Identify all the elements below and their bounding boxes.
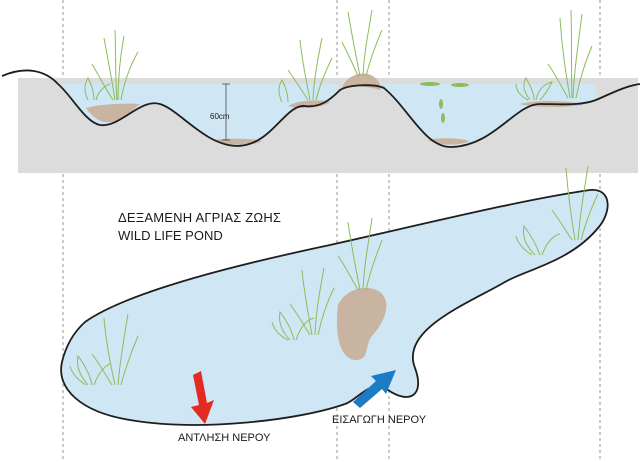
pump-label: ΑΝΤΛΗΣΗ ΝΕΡΟΥ [178, 432, 271, 444]
submerged-leaf [441, 113, 445, 123]
rosette-plant-icon [69, 354, 111, 386]
reed-plant-icon [91, 29, 139, 101]
water-left [58, 84, 338, 146]
floating-leaves [420, 82, 469, 123]
reed-plant-icon [341, 9, 383, 77]
rock-island [336, 288, 387, 360]
plan-view [60, 165, 609, 426]
down-arrow-icon [191, 371, 214, 424]
pump-arrow [191, 371, 214, 424]
rosette-plant-icon [278, 79, 289, 103]
pond-outline [60, 189, 609, 426]
section-plants [84, 9, 593, 103]
reed-plant-icon [289, 267, 335, 336]
submerged-leaf [439, 99, 443, 109]
rosette-plant-icon [515, 77, 553, 101]
lily-pad [420, 82, 440, 86]
reed-plant-icon [551, 165, 599, 241]
rosette-plant-icon [271, 310, 315, 341]
rosette-plant-icon [515, 224, 561, 256]
lily-pad [451, 83, 469, 87]
reed-plant-icon [547, 9, 593, 99]
sediment-basin [428, 138, 470, 145]
cross-section [1, 9, 640, 173]
reed-plant-icon [337, 217, 383, 291]
title-english: WILD LIFE POND [118, 228, 223, 243]
title-greek: ΔΕΞΑΜΕΝΗ ΑΓΡΙΑΣ ΖΩΗΣ [118, 210, 282, 225]
intake-arrow [353, 370, 396, 408]
plan-plants [69, 165, 599, 386]
sediment-shelf [86, 103, 140, 123]
water-right [384, 84, 596, 148]
reed-plant-icon [287, 37, 333, 101]
pond-profile-line [1, 69, 640, 148]
depth-label: 60cm [210, 112, 230, 121]
up-right-arrow-icon [353, 370, 396, 408]
intake-label: ΕΙΣΑΓΩΓΗ ΝΕΡΟΥ [332, 414, 427, 426]
reed-plant-icon [91, 313, 139, 386]
rosette-plant-icon [84, 77, 111, 101]
